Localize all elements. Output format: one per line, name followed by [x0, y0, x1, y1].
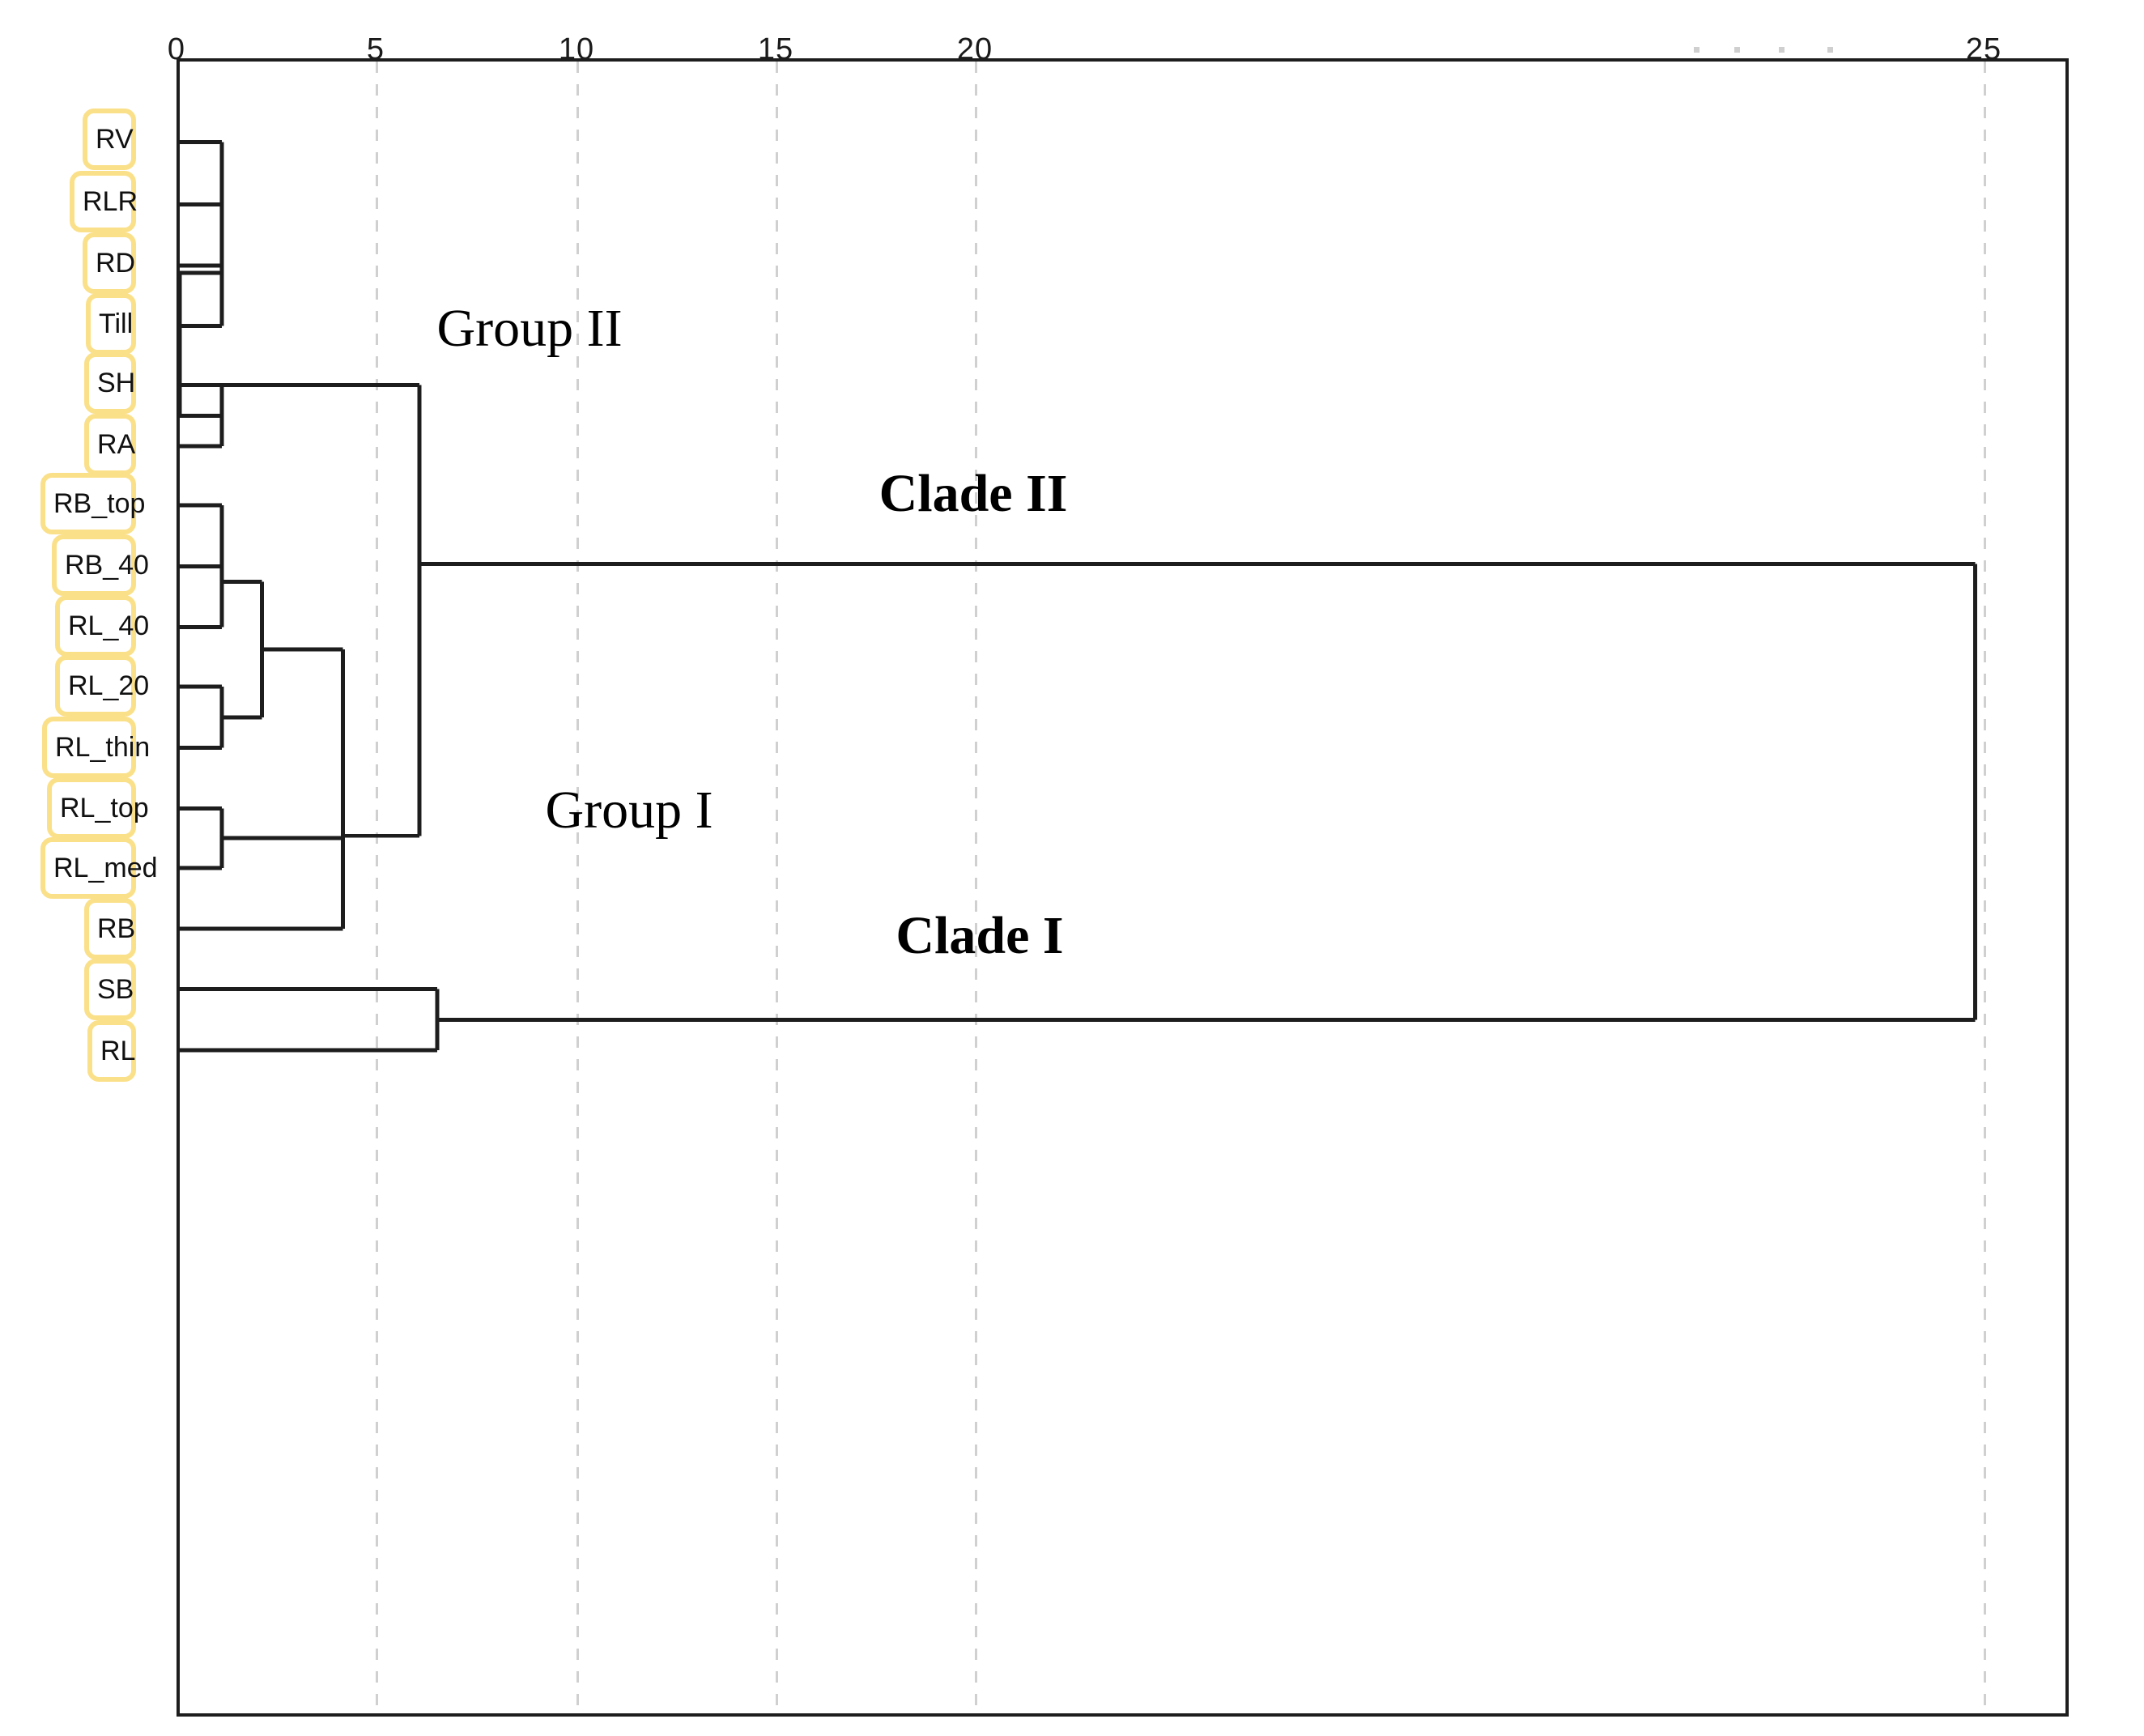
- leaf-label-sb[interactable]: SB: [84, 959, 136, 1020]
- annotation-clade-ii: Clade II: [878, 464, 1068, 523]
- gridline-3: [975, 62, 977, 1713]
- annotation-group-i: Group I: [545, 781, 713, 840]
- x-tick-0: 0: [167, 32, 186, 66]
- gridline-2: [776, 62, 778, 1713]
- gridline-4: [1984, 62, 1986, 1713]
- leaf-label-rb[interactable]: RB: [84, 898, 136, 959]
- leaf-label-rlr[interactable]: RLR: [70, 171, 138, 232]
- gridline-0: [376, 62, 378, 1713]
- leaf-label-rl_med[interactable]: RL_med: [40, 837, 158, 899]
- gridline-1: [576, 62, 579, 1713]
- leaf-label-rb_top[interactable]: RB_top: [40, 473, 145, 534]
- leaf-label-rb_40[interactable]: RB_40: [52, 534, 149, 596]
- leaf-label-rl_20[interactable]: RL_20: [55, 655, 149, 717]
- x-tick-5: 5: [366, 32, 385, 66]
- artifact-speck-3: [1827, 47, 1833, 53]
- leaf-label-rv[interactable]: RV: [83, 108, 136, 170]
- leaf-label-rd[interactable]: RD: [83, 232, 136, 294]
- leaf-label-sh[interactable]: SH: [84, 352, 136, 414]
- annotation-group-ii: Group II: [436, 299, 623, 358]
- leaf-label-ra[interactable]: RA: [84, 414, 136, 475]
- dendrogram-tree: [177, 140, 1977, 1053]
- leaf-label-rl_top[interactable]: RL_top: [47, 777, 149, 839]
- plot-area: Group II Clade II Group I Clade I: [177, 47, 2069, 1717]
- leaf-label-till[interactable]: Till: [86, 293, 136, 355]
- artifact-speck-0: [1694, 47, 1699, 53]
- leaf-label-rl_thin[interactable]: RL_thin: [42, 717, 150, 778]
- artifact-speck-1: [1734, 47, 1740, 53]
- leaf-label-rl_40[interactable]: RL_40: [55, 595, 149, 657]
- artifact-speck-2: [1779, 47, 1785, 53]
- leaf-label-rl[interactable]: RL: [87, 1020, 136, 1082]
- annotation-clade-i: Clade I: [895, 906, 1064, 965]
